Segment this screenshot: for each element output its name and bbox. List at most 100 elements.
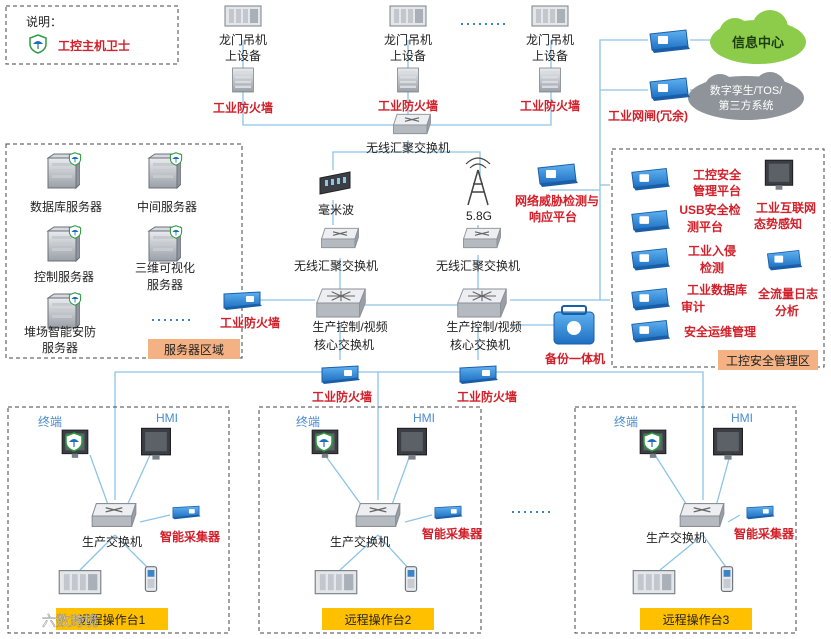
firewall-icon bbox=[223, 291, 263, 310]
core-switch-icon bbox=[457, 288, 507, 318]
server-label: 中间服务器 bbox=[137, 199, 197, 214]
handheld-icon bbox=[720, 566, 734, 592]
crane-firewall-label: 工业防火墙 bbox=[520, 98, 580, 113]
server-zone-box bbox=[5, 143, 243, 359]
legend-item: 工控主机卫士 bbox=[58, 38, 130, 53]
host-guard-icon bbox=[68, 292, 82, 306]
legend-title: 说明： bbox=[26, 14, 62, 29]
third-party-line2: 第三方系统 bbox=[719, 98, 774, 112]
server-zone-label-bg bbox=[148, 339, 240, 359]
security-item-label: 工业数据库 bbox=[687, 282, 747, 297]
remote-station-3: 终端 HMI 生产交换机 智能采集器 远程操作台3 bbox=[614, 411, 795, 630]
hmi-label: HMI bbox=[156, 411, 178, 425]
crane-group-1: 龙门吊机 上设备 工业防火墙 bbox=[213, 5, 273, 115]
log-analysis-icon bbox=[767, 249, 803, 271]
station-label: 远程操作台3 bbox=[663, 612, 730, 627]
watermark: 六数跨境 bbox=[42, 613, 98, 629]
crane-device-icon bbox=[224, 5, 262, 27]
station-box-3 bbox=[574, 406, 797, 634]
station-label: 远程操作台1 bbox=[79, 612, 146, 627]
collector-label: 智能采集器 bbox=[733, 526, 795, 541]
handheld-icon bbox=[404, 566, 418, 592]
core-left-line2: 核心交换机 bbox=[314, 337, 374, 352]
backup-label: 备份一体机 bbox=[544, 351, 605, 366]
info-center-cloud: 信息中心 bbox=[710, 10, 806, 64]
security-item-label: 审计 bbox=[681, 299, 705, 314]
smart-collector-icon bbox=[434, 505, 463, 520]
host-guard-icon bbox=[29, 34, 47, 54]
server-label: 数据库服务器 bbox=[30, 199, 102, 214]
crane-label-line2: 上设备 bbox=[225, 49, 261, 63]
security-item-label: 工业互联网 bbox=[756, 200, 816, 215]
crane-device-icon bbox=[531, 5, 569, 27]
agg-switch-left-label: 无线汇聚交换机 bbox=[294, 258, 378, 273]
wireless-agg-switch-icon bbox=[320, 227, 360, 249]
gateway-icon bbox=[649, 77, 691, 102]
security-item-label: 检测 bbox=[700, 260, 724, 275]
host-guard-icon bbox=[65, 432, 83, 452]
station-box-1 bbox=[7, 406, 230, 634]
server-label: 控制服务器 bbox=[34, 269, 94, 284]
wireless-agg-switch-icon bbox=[462, 227, 502, 249]
security-item-label: 工控安全 bbox=[693, 167, 742, 182]
crane-group-3: 龙门吊机 上设备 工业防火墙 bbox=[520, 5, 580, 113]
remote-station-1: 终端 HMI 生产交换机 智能采集器 远程操作台1 bbox=[38, 411, 221, 630]
smart-collector-icon bbox=[746, 505, 775, 520]
antenna-tower-icon bbox=[465, 157, 491, 206]
security-item-label: 态势感知 bbox=[754, 216, 802, 231]
terminal-label: 终端 bbox=[296, 414, 320, 429]
server-label: 服务器 bbox=[147, 277, 183, 292]
crane-label-line1: 龙门吊机 bbox=[526, 32, 574, 47]
plc-icon bbox=[314, 570, 358, 595]
station-label-bg bbox=[56, 608, 168, 630]
crane-label-line2: 上设备 bbox=[390, 49, 426, 63]
threat-label-line2: 响应平台 bbox=[529, 209, 577, 224]
station-label-bg bbox=[322, 608, 434, 630]
agg-switch-right-label: 无线汇聚交换机 bbox=[436, 258, 520, 273]
core-firewall-left-label: 工业防火墙 bbox=[220, 315, 280, 330]
mmwave-device bbox=[319, 171, 351, 195]
gateway-icon bbox=[649, 29, 691, 54]
crane-device-icon bbox=[389, 5, 427, 27]
legend-box bbox=[5, 5, 179, 65]
top-switch-label: 无线汇聚交换机 bbox=[366, 140, 450, 155]
switch-label: 生产交换机 bbox=[82, 534, 142, 549]
core-switch-icon bbox=[316, 288, 366, 318]
third-party-line1: 数字孪生/TOS/ bbox=[710, 83, 783, 97]
gateway-label: 工业网闸(冗余) bbox=[608, 108, 688, 123]
wireless-agg-switch-icon bbox=[392, 113, 432, 135]
host-guard-icon bbox=[643, 432, 661, 452]
firewall-icon bbox=[459, 365, 499, 384]
ops-management-icon bbox=[631, 319, 671, 343]
5-8g-label: 5.8G bbox=[466, 209, 492, 223]
plc-icon bbox=[632, 570, 676, 595]
server-zone-label: 服务器区域 bbox=[164, 342, 224, 357]
security-item-label: 全流量日志 bbox=[757, 286, 818, 301]
production-switch-icon bbox=[355, 502, 401, 528]
firewall-mid-left-label: 工业防火墙 bbox=[312, 389, 372, 404]
firewall-icon bbox=[397, 67, 419, 93]
firewall-icon bbox=[232, 67, 254, 93]
firewall-icon bbox=[321, 365, 361, 384]
threat-label-line1: 网络威胁检测与 bbox=[515, 193, 599, 208]
hmi-icon bbox=[140, 427, 172, 461]
database-audit-icon bbox=[631, 287, 671, 311]
crane-label-line2: 上设备 bbox=[532, 49, 568, 63]
security-item-label: 分析 bbox=[775, 303, 799, 318]
security-mgmt-platform-icon bbox=[631, 167, 671, 191]
switch-label: 生产交换机 bbox=[646, 530, 706, 545]
hmi-label: HMI bbox=[731, 411, 753, 425]
core-right-line2: 核心交换机 bbox=[450, 337, 510, 352]
security-item-label: 安全运维管理 bbox=[684, 324, 756, 339]
security-zone: 工控安全 管理平台 工业互联网 态势感知 USB安全检 测平台 工业入侵 检测 … bbox=[631, 159, 818, 370]
terminal-label: 终端 bbox=[38, 414, 62, 429]
backup-appliance-icon bbox=[553, 305, 595, 345]
handheld-icon bbox=[144, 566, 158, 592]
crane-label-line1: 龙门吊机 bbox=[219, 32, 267, 47]
info-center-label: 信息中心 bbox=[732, 35, 784, 50]
switch-label: 生产交换机 bbox=[330, 534, 390, 549]
host-guard-icon bbox=[68, 152, 82, 166]
host-guard-icon bbox=[315, 432, 333, 452]
server-label: 堆场智能安防 bbox=[24, 324, 96, 339]
